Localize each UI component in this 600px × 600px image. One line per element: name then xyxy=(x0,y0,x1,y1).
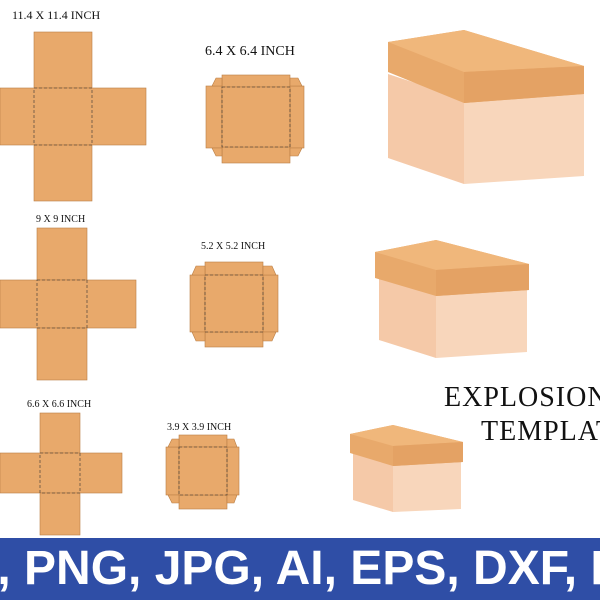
box-3d-large xyxy=(388,30,584,184)
cross-template-large xyxy=(0,31,147,202)
headline-line-1: EXPLOSION xyxy=(444,382,600,413)
lid-template-medium xyxy=(189,261,279,348)
label-6-4-inch: 6.4 X 6.4 INCH xyxy=(205,44,295,59)
headline-line-2: TEMPLAT xyxy=(481,416,600,447)
cross-template-medium xyxy=(0,227,137,381)
label-5-2-inch: 5.2 X 5.2 INCH xyxy=(201,241,266,252)
cross-template-small xyxy=(0,412,123,536)
label-11-4-inch: 11.4 X 11.4 INCH xyxy=(12,8,101,22)
label-3-9-inch: 3.9 X 3.9 INCH xyxy=(167,422,232,433)
label-6-6-inch: 6.6 X 6.6 INCH xyxy=(27,399,92,410)
file-formats-text: G, PNG, JPG, AI, EPS, DXF, P xyxy=(0,542,600,595)
box-3d-small xyxy=(350,425,463,512)
lid-template-large xyxy=(205,74,305,164)
label-9-inch: 9 X 9 INCH xyxy=(36,214,86,225)
file-formats-banner: G, PNG, JPG, AI, EPS, DXF, P xyxy=(0,538,600,600)
box-3d-medium xyxy=(375,240,529,358)
lid-template-small xyxy=(165,434,240,510)
